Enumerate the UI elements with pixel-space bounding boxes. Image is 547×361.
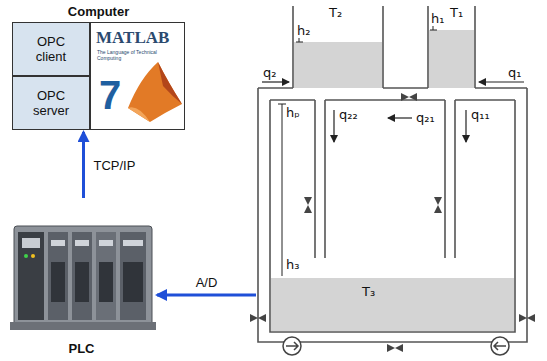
tank-walls bbox=[258, 6, 527, 342]
node-text: OPC server bbox=[22, 88, 80, 118]
node-text: OPC client bbox=[22, 34, 80, 64]
computer-box: ComputerOPC clientOPC server MATLAB The La… bbox=[12, 4, 185, 130]
symbol-label: q₂₂ bbox=[339, 108, 358, 122]
symbol-label: q₁ bbox=[508, 66, 521, 80]
plc-picture bbox=[10, 226, 156, 330]
symbol-label: q₂ bbox=[263, 66, 276, 80]
symbol-label: q₁₁ bbox=[471, 108, 490, 122]
symbol-label: hₚ bbox=[286, 106, 300, 120]
data-link-arrow bbox=[82, 132, 85, 198]
node-text: T₂ bbox=[329, 6, 342, 20]
node-text: T₃ bbox=[362, 285, 375, 299]
symbol-label: h₃ bbox=[286, 258, 299, 272]
data-link-arrow bbox=[157, 294, 256, 297]
symbol-label: q₂₁ bbox=[416, 111, 435, 125]
symbol-label: h₁ bbox=[431, 12, 444, 26]
matlab-logo bbox=[128, 62, 182, 122]
dimension-line bbox=[278, 26, 437, 276]
plc-unit: PLC bbox=[8, 200, 155, 356]
opc-client-box: OPC client bbox=[12, 22, 90, 76]
edge-label: TCP/IP bbox=[92, 158, 138, 173]
edge-label: A/D bbox=[194, 275, 220, 290]
pump bbox=[283, 337, 509, 355]
node-text: MATLAB bbox=[96, 28, 169, 47]
node-text: The Language of Technical Computing bbox=[97, 49, 181, 61]
liquid bbox=[271, 30, 514, 331]
valve bbox=[250, 93, 535, 352]
matlab-box: MATLAB The Language of Technical Computin… bbox=[90, 22, 185, 130]
symbol-label: h₂ bbox=[297, 24, 310, 38]
node-text: Computer bbox=[12, 4, 185, 22]
flow-arrow bbox=[262, 82, 524, 142]
opc-server-box: OPC server bbox=[12, 76, 90, 130]
node-text: 7 bbox=[99, 73, 121, 117]
tank: T₂ bbox=[293, 4, 383, 88]
node-text: T₁ bbox=[450, 6, 463, 20]
logo-ground bbox=[90, 22, 185, 130]
node-text: PLC bbox=[8, 341, 155, 356]
